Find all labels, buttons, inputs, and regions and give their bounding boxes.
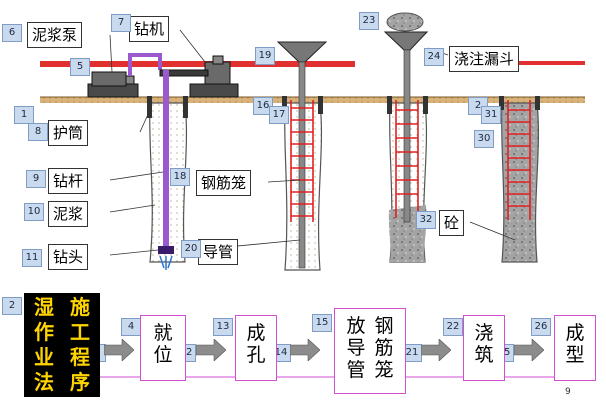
drill-rod-label: 钻杆: [48, 168, 89, 194]
marker-17: 17: [269, 106, 289, 124]
marker-15: 15: [312, 314, 332, 332]
marker-32: 32: [416, 211, 436, 229]
marker-22: 22: [443, 318, 463, 336]
marker-20: 20: [181, 240, 201, 258]
arrow-4: [421, 339, 451, 361]
marker-7: 7: [111, 14, 131, 32]
rebar-cage-2: [290, 100, 314, 222]
arrow-5: [514, 339, 544, 361]
drill-bit-head: [158, 246, 174, 254]
step-boring: 成孔: [235, 315, 277, 381]
step-pouring: 浇筑: [463, 315, 505, 381]
marker-13: 13: [213, 318, 233, 336]
arrow-2: [196, 339, 226, 361]
marker-23: 23: [359, 12, 379, 30]
step-forming: 成型: [554, 315, 596, 381]
marker-2: 2: [2, 297, 22, 315]
marker-31: 31: [481, 106, 501, 124]
marker-9: 9: [26, 170, 46, 188]
marker-6: 6: [2, 24, 22, 42]
process-title-wet: 湿作业法: [34, 295, 54, 394]
casing-1: [147, 96, 152, 118]
slurry-label: 泥浆: [48, 201, 89, 227]
funnel-3: [383, 31, 429, 51]
arrow-1: [104, 339, 134, 361]
guide-pipe-3: [403, 49, 411, 223]
slurry-return-line: [40, 61, 355, 67]
marker-26: 26: [531, 318, 551, 336]
drill-rod-shaft: [163, 70, 169, 248]
marker-8: 8: [28, 123, 48, 141]
funnel-2: [276, 41, 328, 63]
drill-rig-label: 钻机: [129, 16, 170, 42]
guide-pipe-2: [298, 61, 306, 269]
rebar-cage-4: [507, 100, 531, 220]
drill-rig-body: [189, 83, 239, 98]
marker-5: 5: [70, 58, 90, 76]
arrow-3: [290, 339, 320, 361]
mud-pump-label: 泥浆泵: [27, 22, 83, 48]
process-title-sequence: 施工程序: [70, 295, 90, 394]
marker-10: 10: [24, 203, 44, 221]
rebar-cage-3: [395, 100, 419, 218]
marker-30: 30: [474, 130, 494, 148]
drill-bit-label: 钻头: [48, 244, 89, 270]
marker-24: 24: [424, 48, 444, 66]
rebar-cage-label: 钢筋笼: [196, 170, 252, 196]
guide-pipe-label: 导管: [198, 239, 239, 265]
pouring-funnel-label: 浇注漏斗: [449, 46, 520, 72]
step-positioning: 就位: [140, 315, 186, 381]
marker-18: 18: [170, 168, 190, 186]
step-place-guide-pipe-cage: 放导管 钢筋笼: [334, 308, 406, 394]
marker-11: 11: [22, 249, 42, 267]
process-title-block: 湿作业法 施工程序: [24, 293, 100, 397]
marker-1: 1: [14, 106, 34, 124]
concrete-pile-top: [386, 12, 424, 32]
page-number: 9: [565, 387, 571, 397]
marker-19: 19: [255, 47, 275, 65]
concrete-label: 砼: [439, 210, 465, 236]
slurry-pipe: [128, 53, 162, 76]
marker-4: 4: [121, 318, 141, 336]
casing-label: 护筒: [48, 120, 89, 146]
